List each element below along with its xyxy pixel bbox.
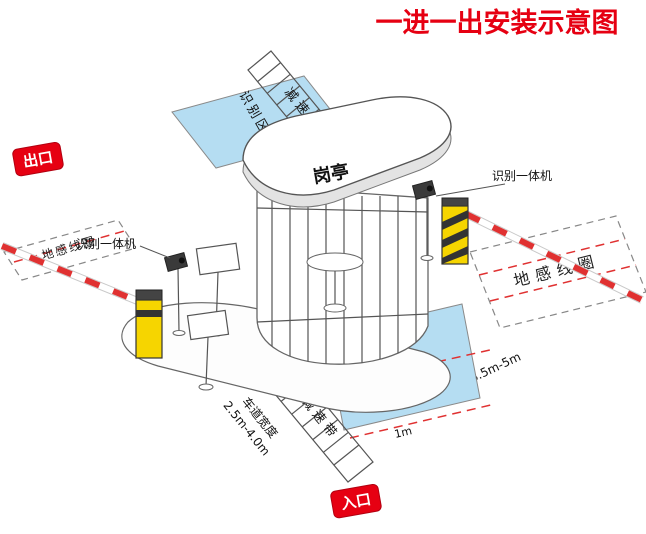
reader-left-label: 识别一体机 (76, 237, 136, 251)
barrier-right-stripe-2 (442, 228, 468, 248)
lane-width-labels: 车道宽度 2.5m-4.0m (220, 394, 281, 458)
reader-right-leader (435, 183, 506, 197)
barrier-right-stripe-3 (442, 246, 468, 264)
barrier-right (441, 197, 644, 304)
booth-body (256, 185, 429, 365)
entrance-badge: 入口 (330, 483, 382, 519)
exit-badge-label: 出口 (22, 148, 55, 171)
reader-left-leader (139, 245, 171, 259)
booth-windows (257, 196, 428, 365)
reader-camera-right (411, 180, 437, 261)
barrier-left-housing (135, 299, 163, 359)
booth-roof (242, 96, 452, 196)
reader-right-label: 识别一体机 (492, 169, 552, 183)
lane-center-dash-2 (349, 403, 496, 439)
entrance-badge-label: 入口 (340, 490, 373, 513)
exit-badge: 出口 (12, 141, 64, 177)
barrier-left-cap (135, 289, 163, 301)
barrier-right-stripe-1 (442, 210, 468, 230)
page-title: 一进一出安装示意图 (376, 7, 619, 39)
barrier-left-band (136, 310, 162, 317)
barrier-left (0, 242, 163, 359)
reader-camera-left (163, 252, 189, 336)
bump-gap-label: 1m (393, 424, 413, 441)
guard-booth: 岗亭 (242, 96, 452, 365)
sign-post-2 (186, 309, 230, 391)
barrier-left-arm-stripes (0, 243, 142, 305)
barrier-right-arm-stripes (464, 211, 644, 303)
